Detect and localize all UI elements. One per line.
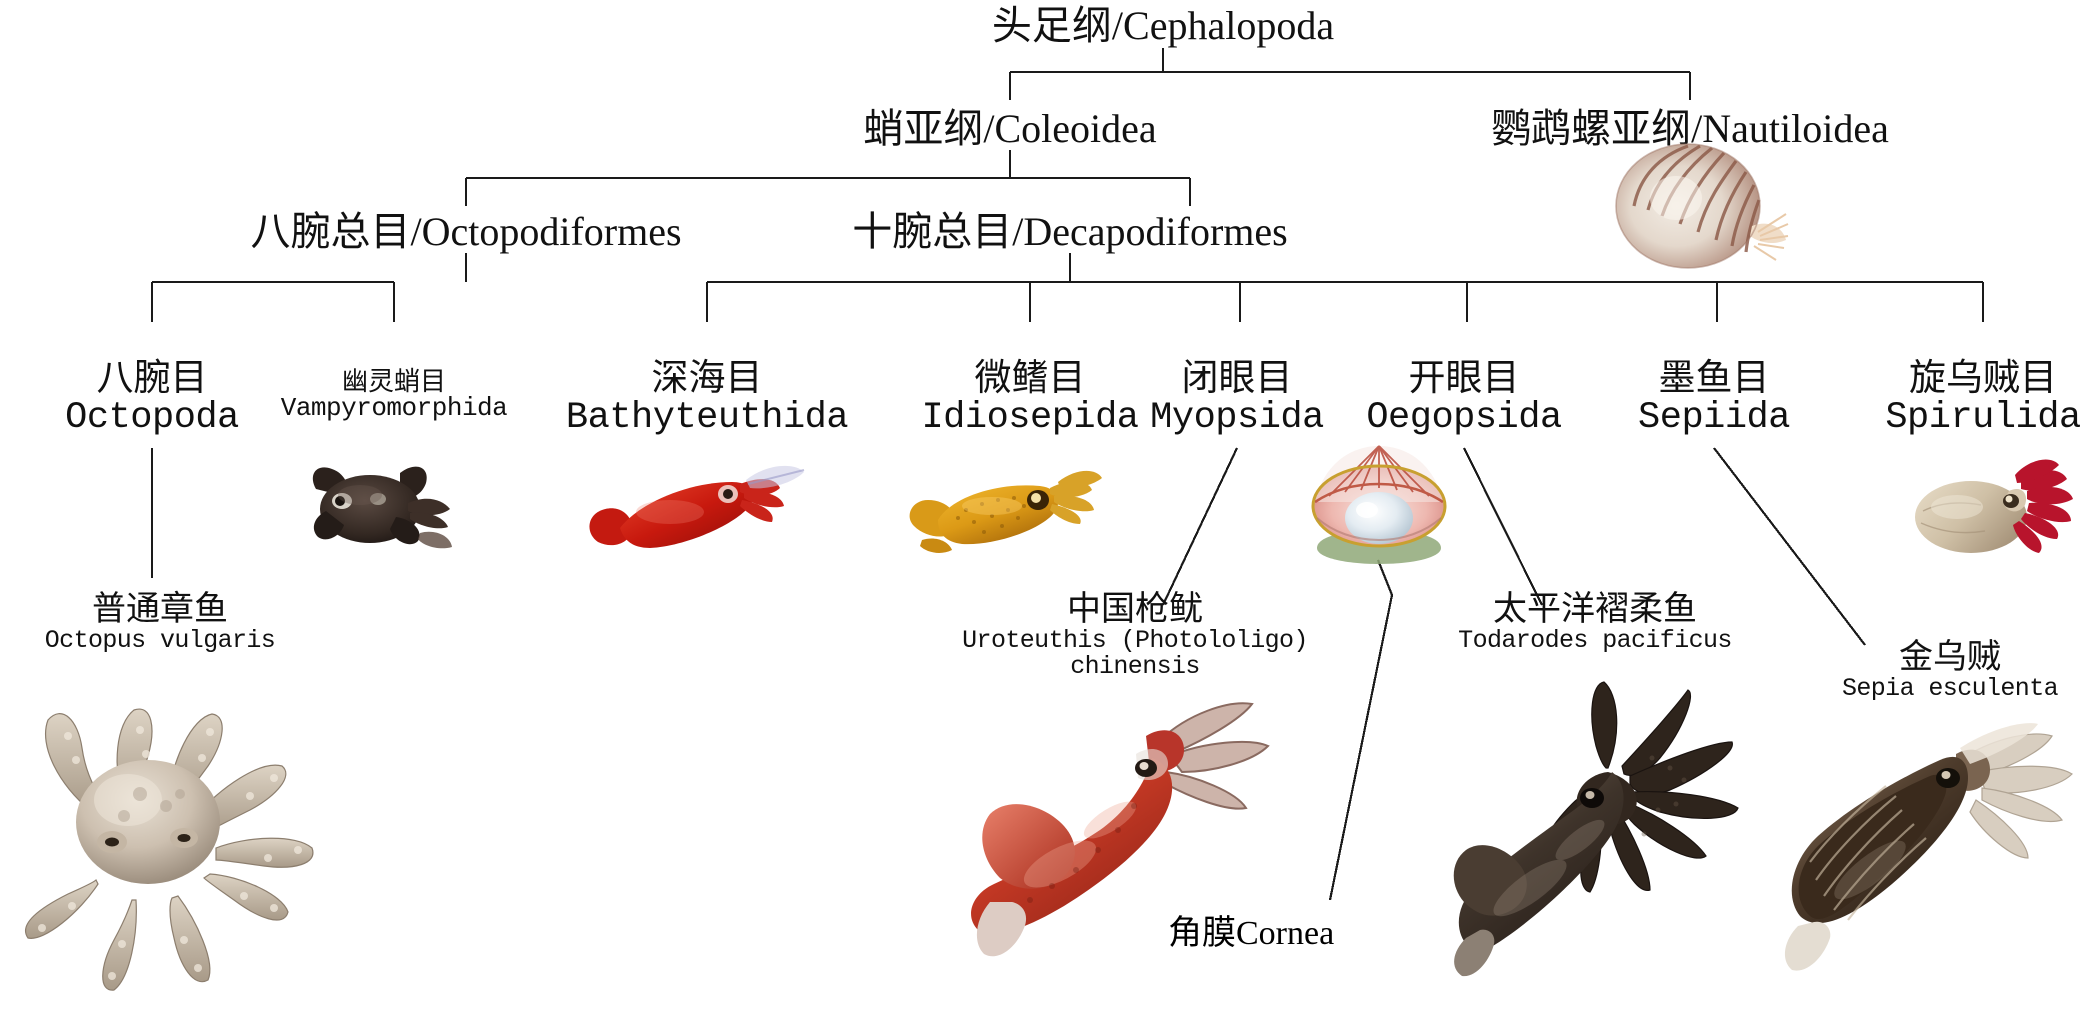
node-order-oegopsida-cn: 开眼目: [1408, 358, 1520, 399]
node-species-octopus-vulgaris-cn: 普通章鱼: [92, 591, 228, 628]
spirula-photo: [1905, 455, 2090, 570]
node-order-myopsida-la: Myopsida: [1150, 396, 1324, 439]
node-order-octopoda: 八腕目 Octopoda: [22, 358, 282, 439]
octopus-vulgaris-photo: [20, 690, 350, 1010]
node-order-oegopsida: 开眼目 Oegopsida: [1339, 358, 1589, 439]
node-order-idiosepida-cn: 微鳍目: [974, 358, 1086, 399]
node-order-sepiida-cn: 墨鱼目: [1658, 358, 1770, 399]
node-species-octopus-vulgaris-la: Octopus vulgaris: [44, 625, 276, 655]
node-order-bathyteuthida-cn: 深海目: [651, 358, 763, 399]
node-order-idiosepida-la: Idiosepida: [921, 396, 1139, 439]
cornea-eye-photo: [1293, 440, 1463, 570]
vampire-squid-photo: [300, 455, 470, 565]
node-species-todarodes-pacificus: 太平洋褶柔鱼 Todarodes pacificus: [1405, 592, 1785, 654]
node-order-octopoda-cn: 八腕目: [96, 358, 208, 399]
node-species-uroteuthis-chinensis-cn: 中国枪鱿: [1067, 591, 1203, 628]
node-order-spirulida-cn: 旋乌贼目: [1909, 358, 2057, 399]
annotation-cornea-label: 角膜Cornea: [1168, 915, 1335, 952]
node-order-octopoda-la: Octopoda: [65, 396, 239, 439]
node-order-sepiida: 墨鱼目 Sepiida: [1594, 358, 1834, 439]
node-order-myopsida-cn: 闭眼目: [1181, 358, 1293, 399]
node-order-vampyromorphida: 幽灵蛸目 Vampyromorphida: [264, 368, 524, 423]
bathyteuthid-squid-photo: [580, 450, 810, 575]
node-order-spirulida-la: Spirulida: [1885, 396, 2081, 439]
sepia-esculenta-photo: [1770, 720, 2097, 990]
node-order-vampyromorphida-la: Vampyromorphida: [280, 393, 508, 424]
uroteuthis-chinensis-photo: [960, 680, 1300, 970]
node-species-sepia-esculenta-la: Sepia esculenta: [1841, 673, 2059, 703]
nautilus-photo: [1600, 140, 1790, 280]
node-species-octopus-vulgaris: 普通章鱼 Octopus vulgaris: [10, 592, 310, 654]
node-species-sepia-esculenta-cn: 金乌贼: [1899, 639, 2001, 676]
node-coleoidea: 蛸亚纲/Coleoidea: [790, 108, 1230, 150]
node-order-bathyteuthida-la: Bathyteuthida: [565, 396, 849, 439]
node-order-idiosepida: 微鳍目 Idiosepida: [880, 358, 1180, 439]
node-species-todarodes-pacificus-la: Todarodes pacificus: [1458, 625, 1732, 655]
node-decapodiformes-label: 十腕总目/Decapodiformes: [852, 209, 1288, 254]
idiosepiid-squid-photo: [900, 460, 1110, 575]
node-species-uroteuthis-chinensis-la2: chinensis: [1070, 651, 1200, 681]
node-species-uroteuthis-chinensis-la: Uroteuthis (Photololigo): [962, 625, 1308, 655]
todarodes-pacificus-photo: [1440, 680, 1770, 980]
node-order-oegopsida-la: Oegopsida: [1366, 396, 1562, 439]
node-decapodiformes: 十腕总目/Decapodiformes: [850, 211, 1290, 253]
node-order-bathyteuthida: 深海目 Bathyteuthida: [557, 358, 857, 439]
node-octopodiformes-label: 八腕总目/Octopodiformes: [250, 209, 682, 254]
node-order-vampyromorphida-cn: 幽灵蛸目: [341, 367, 446, 396]
node-order-spirulida: 旋乌贼目 Spirulida: [1853, 358, 2097, 439]
node-species-todarodes-pacificus-cn: 太平洋褶柔鱼: [1493, 591, 1697, 628]
node-species-sepia-esculenta: 金乌贼 Sepia esculenta: [1790, 640, 2097, 702]
node-nautiloidea-label: 鹦鹉螺亚纲/Nautiloidea: [1491, 106, 1889, 151]
node-order-sepiida-la: Sepiida: [1638, 396, 1790, 439]
node-order-myopsida: 闭眼目 Myopsida: [1112, 358, 1362, 439]
node-cephalopoda-label: 头足纲/Cephalopoda: [991, 3, 1335, 48]
node-nautiloidea: 鹦鹉螺亚纲/Nautiloidea: [1390, 108, 1990, 150]
node-octopodiformes: 八腕总目/Octopodiformes: [246, 211, 686, 253]
node-coleoidea-label: 蛸亚纲/Coleoidea: [863, 106, 1157, 151]
node-species-uroteuthis-chinensis: 中国枪鱿 Uroteuthis (Photololigo) chinensis: [900, 592, 1370, 680]
annotation-cornea: 角膜Cornea: [1168, 905, 1334, 954]
node-cephalopoda: 头足纲/Cephalopoda: [933, 5, 1393, 47]
